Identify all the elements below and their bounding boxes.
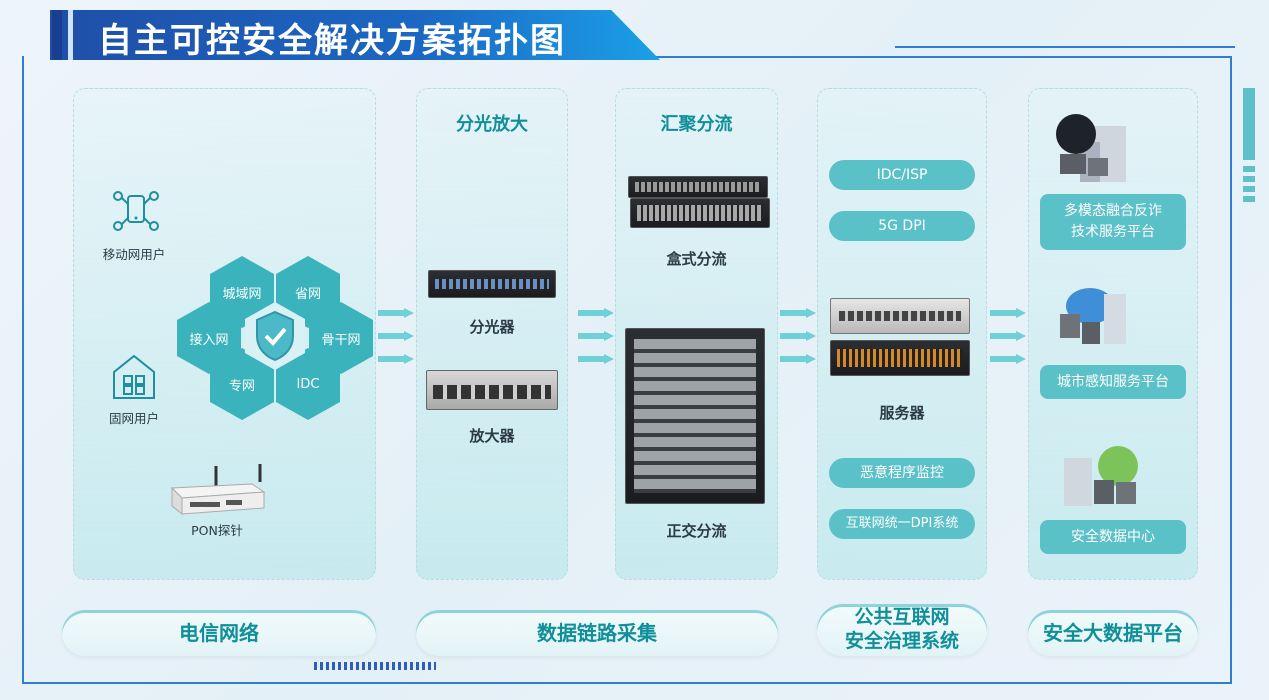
arrow-icon bbox=[378, 331, 414, 341]
category-governance: 公共互联网 安全治理系统 bbox=[817, 604, 987, 656]
arrow-icon bbox=[578, 331, 614, 341]
arrow-icon bbox=[780, 308, 816, 318]
arrow-icon bbox=[990, 354, 1026, 364]
frame-top-line-2 bbox=[895, 46, 1235, 48]
split-heading: 分光放大 bbox=[456, 114, 528, 135]
pill-5g-dpi: 5G DPI bbox=[829, 211, 975, 241]
side-decoration bbox=[1243, 186, 1255, 192]
pill-idc-isp: IDC/ISP bbox=[829, 160, 975, 190]
tick-decoration bbox=[314, 662, 436, 670]
shield-icon bbox=[245, 302, 305, 370]
side-decoration bbox=[1243, 88, 1255, 160]
box-splitter-device bbox=[630, 198, 770, 228]
mobile-user-icon bbox=[113, 191, 159, 231]
platform-antifraud: 多模态融合反诈 技术服务平台 bbox=[1040, 194, 1186, 250]
fixed-user-icon bbox=[113, 354, 155, 399]
page-title: 自主可控安全解决方案拓扑图 bbox=[98, 21, 566, 61]
side-decoration bbox=[1243, 176, 1255, 182]
category-telecom: 电信网络 bbox=[62, 610, 376, 656]
side-decoration bbox=[1243, 196, 1255, 202]
category-governance-line2: 安全治理系统 bbox=[844, 630, 959, 652]
splitter-label: 分光器 bbox=[469, 318, 515, 336]
antifraud-platform-icon bbox=[1056, 114, 1126, 182]
data-center-icon bbox=[1064, 446, 1138, 506]
arrow-icon bbox=[378, 354, 414, 364]
pon-probe-device bbox=[170, 464, 266, 516]
panel-split bbox=[416, 88, 568, 580]
pill-malware-monitor: 恶意程序监控 bbox=[829, 458, 975, 488]
box-splitter-label: 盒式分流 bbox=[666, 250, 727, 268]
arrow-icon bbox=[780, 331, 816, 341]
title-accent bbox=[68, 10, 73, 60]
frame-top-line bbox=[638, 56, 1232, 58]
splitter-device bbox=[428, 270, 556, 298]
chassis-splitter-label: 正交分流 bbox=[666, 522, 727, 540]
fixed-user-label: 固网用户 bbox=[108, 411, 159, 426]
pon-probe-label: PON探针 bbox=[191, 523, 243, 538]
platform-city-sensing: 城市感知服务平台 bbox=[1040, 365, 1186, 399]
title-banner bbox=[50, 10, 660, 60]
pill-dpi-system: 互联网统一DPI系统 bbox=[829, 509, 975, 539]
title-accent bbox=[52, 10, 62, 60]
arrow-icon bbox=[578, 354, 614, 364]
city-sensing-icon bbox=[1060, 288, 1126, 344]
amplifier-label: 放大器 bbox=[469, 427, 515, 445]
server-device bbox=[830, 298, 970, 334]
chassis-splitter-device bbox=[625, 328, 765, 504]
category-governance-line1: 公共互联网 bbox=[854, 606, 950, 629]
aggregate-heading: 汇聚分流 bbox=[660, 114, 733, 135]
arrow-icon bbox=[780, 354, 816, 364]
category-platform: 安全大数据平台 bbox=[1028, 610, 1198, 656]
arrow-icon bbox=[578, 308, 614, 318]
server-device bbox=[830, 340, 970, 376]
box-splitter-device bbox=[628, 176, 768, 198]
platform-data-center: 安全数据中心 bbox=[1040, 520, 1186, 554]
mobile-user-label: 移动网用户 bbox=[102, 247, 166, 262]
arrow-icon bbox=[990, 308, 1026, 318]
server-label: 服务器 bbox=[879, 404, 925, 422]
arrow-icon bbox=[990, 331, 1026, 341]
amplifier-device bbox=[426, 370, 558, 410]
arrow-icon bbox=[378, 308, 414, 318]
category-collection: 数据链路采集 bbox=[416, 610, 778, 656]
side-decoration bbox=[1243, 166, 1255, 172]
diagram-frame bbox=[22, 56, 1232, 684]
